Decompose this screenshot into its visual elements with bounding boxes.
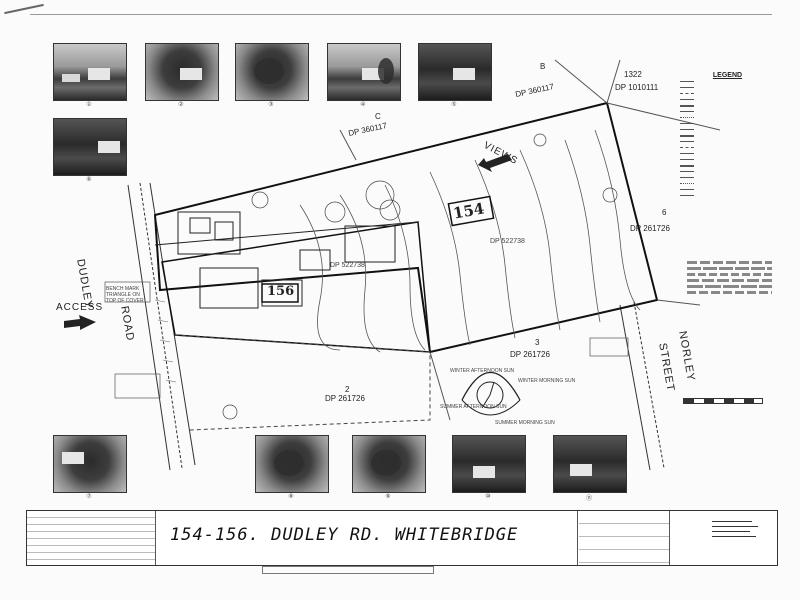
legend: LEGEND — [680, 72, 775, 247]
site-photo-4[interactable] — [327, 43, 401, 101]
scale-bar — [683, 398, 763, 408]
lot-6-dp: DP 261726 — [630, 224, 670, 233]
legend-row — [680, 103, 775, 109]
dp-522738-upper: DP 522738 — [490, 238, 525, 245]
photo-number-1: ① — [86, 102, 92, 108]
sheet-border-top — [30, 14, 772, 15]
site-photo-6[interactable] — [53, 118, 127, 176]
dp-522738-lower: DP 522738 — [330, 262, 365, 269]
drawing-info — [579, 511, 670, 565]
legend-row — [680, 97, 775, 103]
lot-3-label: 3 — [535, 338, 540, 347]
summer-morning-label: SUMMER MORNING SUN — [495, 420, 555, 426]
access-label: ACCESS — [56, 302, 104, 313]
legend-row — [680, 127, 775, 133]
photo-number-8: ⑧ — [288, 494, 294, 500]
handwritten-signoffs — [712, 517, 758, 541]
lot-3-dp: DP 261726 — [510, 350, 550, 359]
site-photo-1[interactable] — [53, 43, 127, 101]
photo-number-5: ⑤ — [451, 102, 457, 108]
site-photo-10[interactable] — [452, 435, 526, 493]
legend-row — [680, 175, 775, 181]
legend-row — [680, 115, 775, 121]
footer-strip — [262, 566, 434, 574]
legend-row — [680, 181, 775, 187]
winter-morning-label: WINTER MORNING SUN — [518, 378, 576, 384]
legend-row — [680, 163, 775, 169]
photo-number-4: ④ — [360, 102, 366, 108]
house-number-156: 156 — [267, 284, 295, 299]
site-photo-2[interactable] — [145, 43, 219, 101]
legend-row — [680, 109, 775, 115]
legend-title: LEGEND — [712, 72, 743, 79]
legend-row — [680, 193, 775, 199]
lot-c-label: C — [375, 112, 381, 121]
lot-1322-label: 1322 — [624, 70, 642, 79]
legend-row — [680, 91, 775, 97]
lot-2-dp: DP 261726 — [325, 394, 365, 403]
lot-b-label: B — [540, 62, 546, 71]
photo-number-7: ⑦ — [86, 494, 92, 500]
legend-row — [680, 157, 775, 163]
site-photo-5[interactable] — [418, 43, 492, 101]
title-area — [157, 511, 578, 565]
site-photo-3[interactable] — [235, 43, 309, 101]
lot-2-label: 2 — [345, 385, 350, 394]
legend-row — [680, 139, 775, 145]
site-photo-11[interactable] — [553, 435, 627, 493]
lot-1322-dp: DP 1010111 — [615, 83, 659, 92]
legend-row — [680, 79, 775, 85]
photo-number-3: ③ — [268, 102, 274, 108]
legend-row — [680, 169, 775, 175]
revision-table — [27, 511, 156, 565]
bench-mark-note: BENCH MARK TRIANGLE ON TOP OF COVER — [106, 286, 144, 304]
site-photo-7[interactable] — [53, 435, 127, 493]
title-block — [26, 510, 778, 566]
site-photo-9[interactable] — [352, 435, 426, 493]
drawing-notes — [687, 258, 772, 297]
legend-row — [680, 151, 775, 157]
handwritten-address: 154-156. DUDLEY RD. WHITEBRIDGE — [170, 525, 519, 545]
legend-row — [680, 145, 775, 151]
photo-number-6: ⑥ — [86, 177, 92, 183]
photo-number-10: ⑩ — [485, 494, 491, 500]
site-photo-8[interactable] — [255, 435, 329, 493]
photo-number-11: ⑪ — [585, 496, 592, 502]
lot-6-label: 6 — [662, 208, 667, 217]
summer-afternoon-label: SUMMER AFTERNOON SUN — [440, 404, 507, 410]
legend-row — [680, 187, 775, 193]
legend-row — [680, 85, 775, 91]
winter-afternoon-label: WINTER AFTERNOON SUN — [450, 368, 515, 374]
legend-row — [680, 121, 775, 127]
photo-number-2: ② — [178, 102, 184, 108]
photo-number-9: ⑨ — [385, 494, 391, 500]
legend-row — [680, 133, 775, 139]
